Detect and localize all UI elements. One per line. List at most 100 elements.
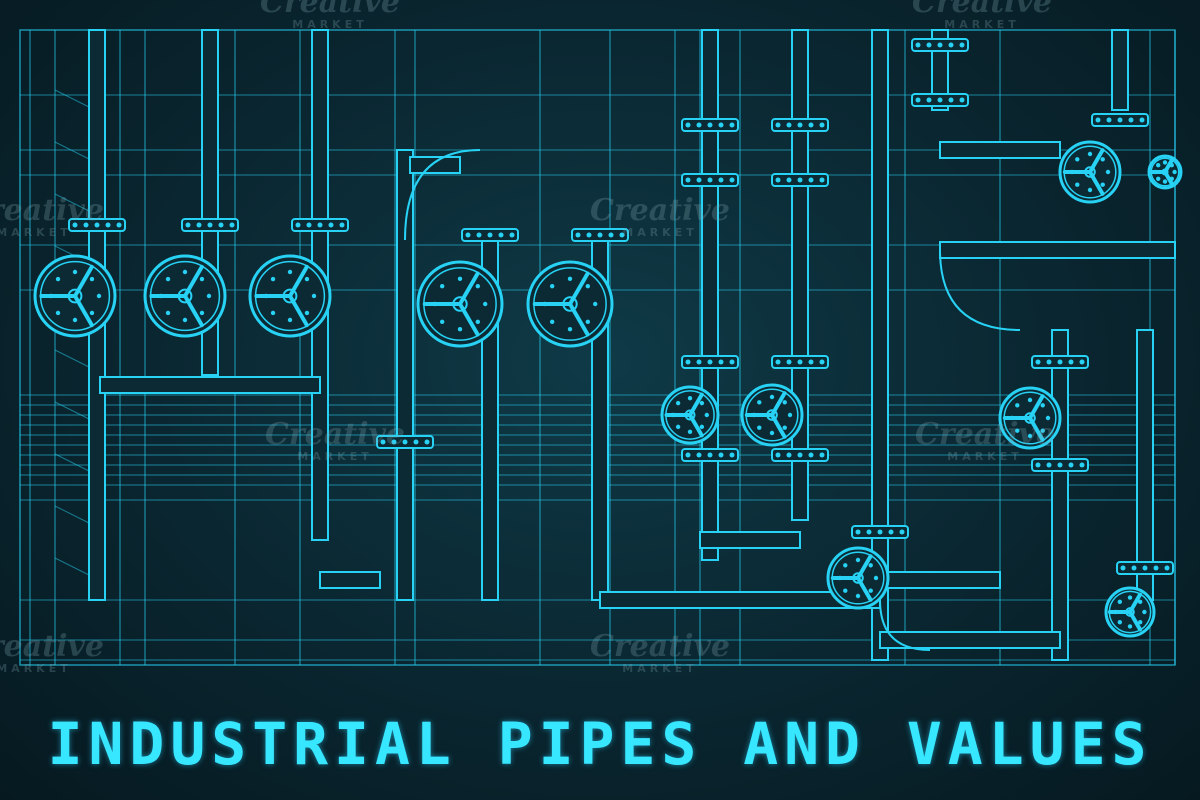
pipe-segment	[1111, 29, 1129, 111]
flange-bolt	[786, 452, 792, 458]
handwheel-bolt	[55, 310, 61, 316]
handwheel-bolt	[475, 283, 481, 289]
handwheel-bolt	[72, 269, 78, 275]
handwheel-bolt	[199, 276, 205, 282]
valve-handwheel-icon	[143, 254, 227, 338]
handwheel-bolt	[1040, 428, 1045, 433]
handwheel-spoke	[1128, 592, 1143, 614]
flange-bolt	[509, 232, 515, 238]
handwheel-spoke	[288, 294, 309, 328]
handwheel-bolt	[182, 317, 188, 323]
handwheel-bolt	[585, 319, 591, 325]
handwheel-bolt	[1142, 609, 1147, 615]
flange-bolt	[619, 232, 625, 238]
handwheel-bolt	[1162, 179, 1168, 184]
flange-bolt	[597, 232, 603, 238]
handwheel-bolt	[1169, 176, 1174, 181]
flange-bolt	[1035, 462, 1041, 468]
handwheel-bolt	[165, 310, 171, 316]
flange-bolt	[819, 177, 825, 183]
handwheel-spoke	[568, 271, 590, 306]
handwheel-spoke	[288, 264, 309, 298]
flange-bolt	[866, 529, 872, 535]
handwheel-bolt	[868, 563, 873, 568]
handwheel-bolt	[787, 412, 793, 418]
handwheel-spoke	[1163, 158, 1174, 174]
flange-bolt	[948, 97, 954, 103]
handwheel-spoke	[856, 554, 873, 580]
pipe-segment	[939, 241, 1176, 259]
handwheel-bolt	[1027, 433, 1033, 439]
valve-handwheel-icon	[1058, 140, 1122, 204]
flange-bolt	[797, 122, 803, 128]
pipe-segment	[396, 149, 414, 601]
handwheel-bolt	[55, 276, 61, 282]
flange-bolt	[413, 439, 419, 445]
flange-bolt	[937, 97, 943, 103]
handwheel-bolt	[1137, 619, 1143, 625]
handwheel-spoke	[1163, 170, 1174, 186]
flange-bolt	[899, 529, 905, 535]
flange-bolt	[1046, 462, 1052, 468]
handwheel-bolt	[855, 593, 861, 599]
flange-bolt	[402, 439, 408, 445]
flange-bolt	[855, 529, 861, 535]
handwheel-bolt	[699, 424, 705, 430]
flange-bolt	[1139, 117, 1145, 123]
flange-bolt	[786, 359, 792, 365]
handwheel-bolt	[542, 301, 547, 307]
handwheel-bolt	[270, 276, 276, 282]
flange-bolt	[775, 452, 781, 458]
handwheel-bolt	[855, 557, 861, 563]
flange-bolt	[487, 232, 493, 238]
flange-bolt	[465, 232, 471, 238]
flange-bolt	[808, 452, 814, 458]
flange-bolt	[185, 222, 191, 228]
flange-bolt	[1106, 117, 1112, 123]
flange-bolt	[1057, 359, 1063, 365]
flange-bolt	[1142, 565, 1148, 571]
handwheel-bolt	[757, 400, 762, 405]
handwheel-bolt	[1027, 397, 1033, 403]
handwheel-bolt	[1117, 619, 1123, 625]
handwheel-spoke	[183, 294, 204, 328]
flange-bolt	[696, 452, 702, 458]
flange-bolt	[498, 232, 504, 238]
handwheel-spoke	[183, 264, 204, 298]
handwheel-bolt	[769, 430, 775, 436]
valve-handwheel-icon	[248, 254, 332, 338]
flange-bolt	[959, 42, 965, 48]
flange-bolt	[116, 222, 122, 228]
handwheel-bolt	[89, 310, 95, 316]
flange-bolt	[915, 42, 921, 48]
flange-bolt	[775, 122, 781, 128]
pipe-elbow	[404, 149, 481, 241]
handwheel-bolt	[782, 425, 787, 430]
flange-bolt	[339, 222, 345, 228]
handwheel-bolt	[1075, 157, 1080, 162]
pipe-segment	[1051, 329, 1069, 661]
flange-bolt	[808, 359, 814, 365]
handwheel-bolt	[1015, 403, 1020, 408]
flange-bolt	[317, 222, 323, 228]
pipe-elbow	[879, 599, 931, 651]
handwheel-bolt	[675, 400, 681, 406]
handwheel-bolt	[1156, 176, 1161, 181]
flange-bolt	[424, 439, 430, 445]
pipe-segment	[99, 376, 321, 394]
flange-bolt	[83, 222, 89, 228]
valve-handwheel-icon	[1147, 154, 1183, 190]
handwheel-bolt	[165, 276, 171, 282]
handwheel-bolt	[1137, 599, 1143, 605]
handwheel-bolt	[567, 276, 573, 281]
handwheel-bolt	[593, 301, 598, 307]
valve-handwheel-icon	[740, 383, 804, 447]
valve-handwheel-icon	[660, 385, 720, 445]
handwheel-bolt	[206, 293, 212, 299]
handwheel-bolt	[1100, 157, 1105, 162]
handwheel-bolt	[199, 310, 205, 316]
handwheel-bolt	[1117, 599, 1123, 605]
pipe-segment	[1136, 329, 1154, 601]
flange-bolt	[1035, 359, 1041, 365]
